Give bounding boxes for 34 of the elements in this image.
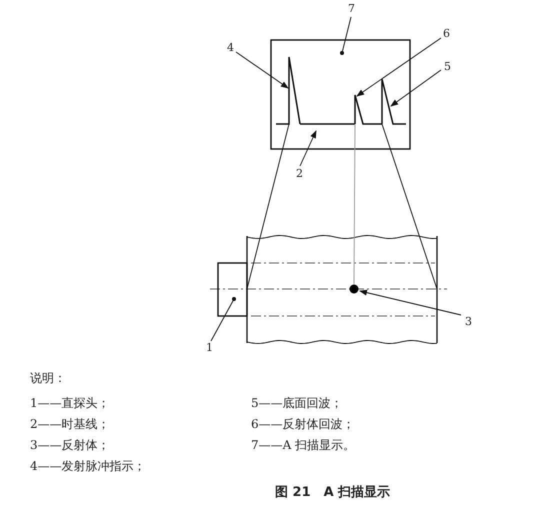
baseline-trace — [300, 123, 355, 125]
callout-number: 7 — [348, 3, 355, 15]
display-screen — [270, 39, 411, 150]
callout-number: 5 — [444, 61, 451, 73]
callout-number: 1 — [206, 342, 213, 354]
pulse-peak — [276, 56, 301, 125]
leader-line — [340, 16, 352, 55]
leader-line — [300, 130, 316, 166]
callout-number: 2 — [296, 168, 303, 180]
leader-line — [359, 290, 462, 316]
test-block — [246, 235, 438, 344]
legend-text: 7——A 扫描显示。 — [251, 438, 356, 452]
legend-heading: 说明： — [30, 371, 66, 385]
leader-line — [390, 70, 442, 107]
projection-line — [246, 124, 290, 290]
echo-peak — [354, 94, 382, 125]
legend-text: 1——直探头； — [30, 396, 110, 410]
projection-line — [382, 124, 438, 290]
legend-text: 6——反射体回波； — [251, 417, 355, 431]
callout-number: 4 — [227, 42, 234, 54]
legend-text: 4——发射脉冲指示； — [30, 459, 146, 473]
leader-line — [356, 38, 442, 97]
callout-number: 6 — [443, 28, 450, 40]
echo-peak — [381, 78, 406, 125]
reflector-dot — [350, 284, 358, 294]
figure-caption: 图 21 A 扫描显示 — [275, 484, 390, 501]
callout-number: 3 — [465, 316, 472, 328]
projection-line — [354, 124, 356, 284]
legend-text: 3——反射体； — [30, 438, 110, 452]
leader-line — [210, 297, 236, 342]
legend-text: 5——底面回波； — [251, 396, 343, 410]
leader-line — [236, 52, 289, 89]
legend-text: 2——时基线； — [30, 417, 110, 431]
probe-block — [217, 262, 248, 317]
